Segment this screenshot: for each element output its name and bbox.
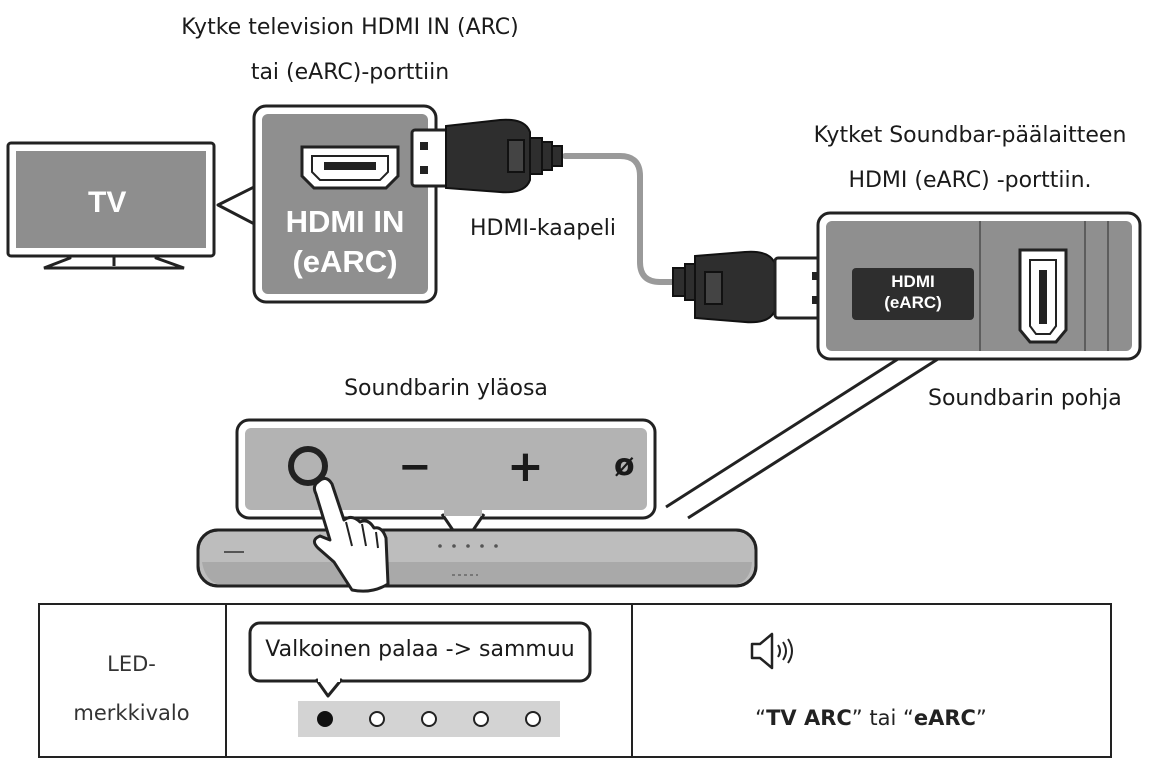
soundbar-port-instruction-line1: Kytket Soundbar-päälaitteen bbox=[813, 123, 1127, 148]
soundbar-top-label: Soundbarin yläosa bbox=[344, 376, 548, 401]
hdmi-cable-label: HDMI-kaapeli bbox=[470, 216, 616, 241]
tv-port-instruction-line1: Kytke television HDMI IN (ARC) bbox=[181, 15, 519, 40]
speaker-icon bbox=[750, 632, 793, 670]
soundbar-port-label-line1: HDMI bbox=[891, 272, 935, 291]
hdmi-in-label-line1: HDMI IN bbox=[285, 204, 405, 239]
source-button[interactable]: ø bbox=[614, 448, 635, 483]
tv-port-instruction-line2: tai (eARC)-porttiin bbox=[250, 60, 450, 85]
soundbar-top-callout bbox=[235, 418, 657, 547]
voice-tv-arc: TV ARC bbox=[766, 706, 852, 730]
table-divider bbox=[631, 605, 633, 756]
led-indicator bbox=[421, 711, 437, 727]
led-indicator bbox=[317, 711, 333, 727]
voice-separator: ” tai “ bbox=[851, 706, 914, 730]
hdmi-in-label-line2: (eARC) bbox=[292, 244, 398, 279]
soundbar-bottom-label: Soundbarin pohja bbox=[928, 386, 1122, 411]
led-row-label-line2: merkkivalo bbox=[73, 701, 190, 725]
led-indicator bbox=[473, 711, 489, 727]
hdmi-plug-soundbar-end bbox=[672, 250, 833, 324]
soundbar-body bbox=[196, 528, 758, 588]
tv-label: TV bbox=[88, 186, 127, 219]
power-button[interactable] bbox=[288, 446, 328, 486]
led-indicator bbox=[525, 711, 541, 727]
hdmi-plug-tv-end bbox=[410, 118, 563, 194]
volume-up-button[interactable]: + bbox=[507, 441, 544, 492]
voice-guide-text: “TV ARC” tai “eARC” bbox=[631, 706, 1111, 730]
tv-hdmi-port-callout bbox=[216, 104, 438, 304]
tv-icon bbox=[6, 141, 216, 270]
bottom-callout-pointer bbox=[665, 357, 940, 520]
voice-quote: “ bbox=[755, 706, 767, 730]
led-indicator-table bbox=[38, 603, 1112, 758]
table-divider bbox=[225, 605, 227, 756]
soundbar-bottom-callout bbox=[816, 211, 1142, 361]
soundbar-port-label-line2: (eARC) bbox=[884, 293, 942, 312]
hand-icon bbox=[312, 477, 390, 593]
voice-quote: ” bbox=[975, 706, 987, 730]
volume-down-button[interactable]: − bbox=[398, 444, 432, 490]
soundbar-port-instruction-line2: HDMI (eARC) -porttiin. bbox=[848, 168, 1092, 193]
hdmi-cable-line bbox=[562, 153, 683, 285]
led-callout-bubble bbox=[248, 621, 592, 698]
led-row-label-line1: LED- bbox=[107, 652, 156, 676]
led-callout-text: Valkoinen palaa -> sammuu bbox=[265, 637, 575, 662]
led-indicator bbox=[369, 711, 385, 727]
voice-earc: eARC bbox=[913, 706, 976, 730]
